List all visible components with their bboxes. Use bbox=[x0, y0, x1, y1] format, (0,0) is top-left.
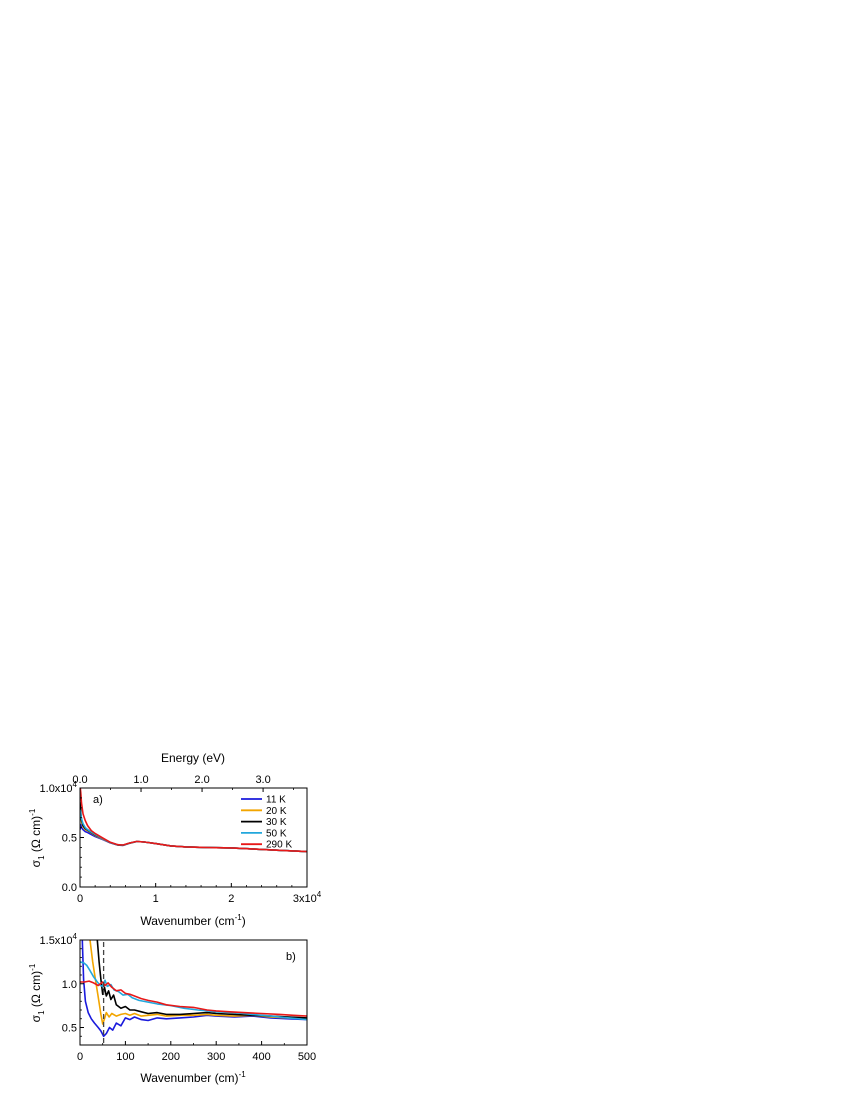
panel-b-y-ticks: 0.5 1.0 1.5x104 bbox=[40, 932, 84, 1046]
legend-label-290k: 290 K bbox=[266, 840, 292, 851]
panel-a-y-ticks: 0.0 0.5 1.0x104 bbox=[40, 780, 84, 894]
panel-a: 0 1 2 3x104 0.0 0.5 1.0x104 0.0 1.0 2.0 3.0 Ener… bbox=[28, 751, 322, 928]
legend-label-30k: 30 K bbox=[266, 817, 287, 828]
panel-a-series-290k bbox=[80, 788, 307, 853]
panel-b-label: b) bbox=[286, 951, 296, 963]
panel-b-x-axis-label: Wavenumber (cm)-1 bbox=[140, 1070, 246, 1085]
panel-b-x-tick-label: 300 bbox=[207, 1051, 225, 1063]
panel-b-series-30k bbox=[96, 940, 307, 1019]
panel-b-x-tick-label: 400 bbox=[252, 1051, 270, 1063]
panel-b-x-tick-label: 500 bbox=[298, 1051, 316, 1063]
panel-a-x-tick-label: 2 bbox=[228, 893, 234, 905]
panel-b-series-290k bbox=[80, 980, 307, 1017]
panel-a-x-tick-label: 1 bbox=[153, 893, 159, 905]
panel-b-x-tick-label: 0 bbox=[77, 1051, 83, 1063]
panel-b-x-tick-label: 200 bbox=[162, 1051, 180, 1063]
panel-a-y-tick-label: 0.5 bbox=[62, 833, 77, 845]
panel-b-y-axis-label: σ1 (Ω cm)-1 bbox=[28, 963, 46, 1022]
panel-a-top-tick-label: 2.0 bbox=[194, 774, 209, 786]
legend-label-11k: 11 K bbox=[266, 795, 286, 806]
panel-a-top-tick-label: 3.0 bbox=[255, 774, 270, 786]
panel-a-top-axis-label: Energy (eV) bbox=[161, 751, 225, 765]
panel-a-series-group bbox=[80, 788, 307, 853]
panel-b-series-50k bbox=[80, 961, 307, 1021]
panel-a-x-ticks: 0 1 2 3x104 bbox=[77, 883, 322, 905]
panel-b-x-tick-label: 100 bbox=[116, 1051, 134, 1063]
panel-b-y-tick-label: 0.5 bbox=[62, 1023, 77, 1035]
panel-a-y-tick-label: 0.0 bbox=[62, 882, 77, 894]
panel-a-x-tick-label: 0 bbox=[77, 893, 83, 905]
panel-b-y-tick-label: 1.0 bbox=[62, 979, 77, 991]
panel-a-x-tick-label: 3x104 bbox=[293, 890, 322, 905]
panel-b-y-tick-label: 1.5x104 bbox=[40, 932, 78, 947]
panel-b-frame bbox=[79, 939, 308, 1046]
panel-a-top-tick-label: 0.0 bbox=[72, 774, 87, 786]
panel-b: 0 100 200 300 400 500 0.5 1.0 1.5x104 Wavenumbe… bbox=[28, 932, 316, 1085]
panel-a-top-ticks: 0.0 1.0 2.0 3.0 bbox=[72, 774, 295, 792]
panel-a-label: a) bbox=[93, 794, 103, 806]
panel-a-y-tick-label: 1.0x104 bbox=[40, 780, 78, 795]
panel-a-y-axis-label: σ1 (Ω cm)-1 bbox=[28, 808, 46, 867]
panel-b-series-11k bbox=[81, 940, 307, 1038]
panel-a-x-axis-label: Wavenumber (cm-1) bbox=[140, 913, 245, 928]
panel-b-x-ticks: 0 100 200 300 400 500 bbox=[77, 1041, 316, 1063]
panel-b-series-20k bbox=[89, 940, 307, 1025]
legend-label-20k: 20 K bbox=[266, 806, 287, 817]
legend-label-50k: 50 K bbox=[266, 828, 287, 839]
panel-b-series-group bbox=[80, 940, 307, 1038]
panel-a-top-tick-label: 1.0 bbox=[133, 774, 148, 786]
